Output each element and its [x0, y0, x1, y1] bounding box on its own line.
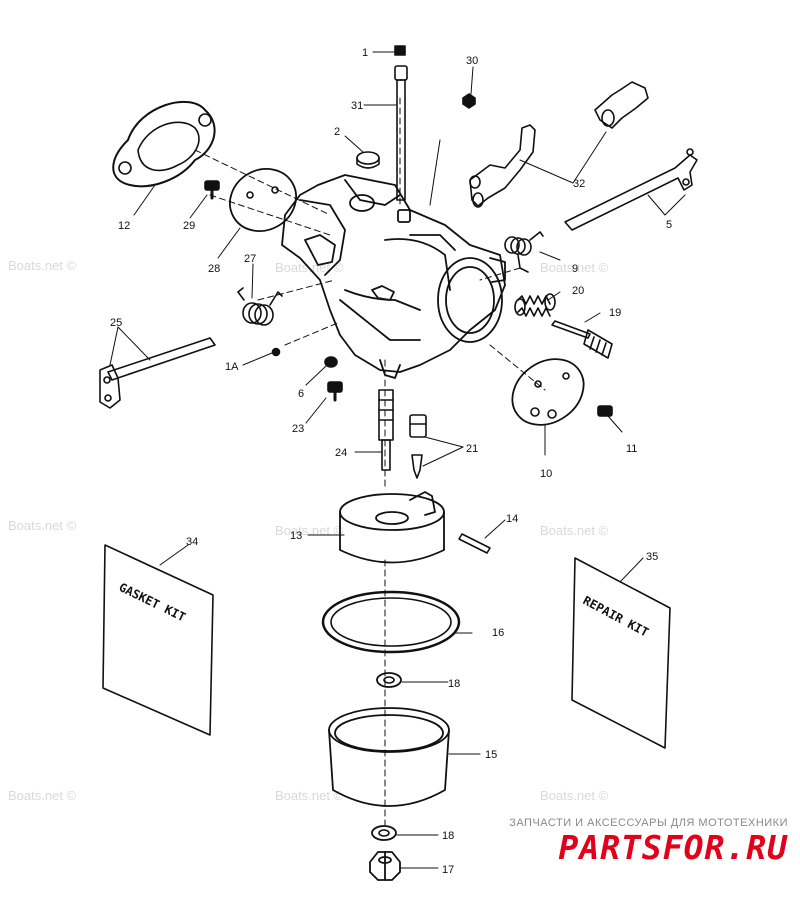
callout-numbers: 1 1A 2 5 6 9 10 11 12 13 14 15 16 17 18 … [110, 47, 672, 876]
part-10-plate [511, 358, 585, 426]
part-29-screw [204, 180, 220, 200]
callout-25: 25 [110, 317, 122, 329]
part-1a-ball [271, 347, 281, 357]
watermark: Boats.net © [540, 260, 609, 275]
callout-15: 15 [485, 749, 497, 761]
callout-20: 20 [572, 285, 584, 297]
callout-30: 30 [466, 55, 478, 67]
part-20-spring [514, 293, 556, 317]
part-32-fittings [469, 81, 649, 208]
watermark: Boats.net © [275, 788, 344, 803]
part-31-tube [394, 65, 408, 201]
callout-17: 17 [442, 864, 454, 876]
banner-subtitle: ЗАПЧАСТИ И АКСЕССУАРЫ ДЛЯ МОТОТЕХНИКИ [509, 817, 788, 829]
part-25-choke-shaft [99, 337, 216, 409]
part-15-float-bowl [328, 707, 450, 807]
callout-18-upper: 18 [448, 678, 460, 690]
callout-12: 12 [118, 220, 130, 232]
part-27-spring [237, 287, 283, 326]
part-12-flange-gasket [112, 101, 216, 188]
callout-11: 11 [626, 443, 637, 455]
part-2-cap [356, 151, 380, 169]
watermark: Boats.net © [275, 523, 344, 538]
callout-23: 23 [292, 423, 304, 435]
alignment-lines [194, 97, 546, 831]
callout-9: 9 [572, 263, 578, 275]
part-34-gasket-kit [102, 544, 214, 736]
kit-labels: GASKET KIT REPAIR KIT [117, 580, 651, 639]
carburetor-body [281, 174, 506, 379]
part-18-washer-lower [371, 825, 397, 841]
callout-35: 35 [646, 551, 658, 563]
part-28-round-gasket [229, 168, 297, 232]
part-19-needle-screw [551, 320, 613, 359]
part-21-jet-needle [409, 414, 427, 479]
callout-2: 2 [334, 126, 340, 138]
callout-10: 10 [540, 468, 552, 480]
part-11-screw [597, 405, 613, 417]
part-14-pin [458, 533, 491, 554]
part-30-nut [429, 93, 476, 206]
watermarks: Boats.net © Boats.net © Boats.net © Boat… [8, 258, 609, 803]
part-16-o-ring [321, 590, 461, 654]
part-6-screw [324, 356, 338, 368]
part-18-washer-upper [376, 672, 402, 688]
callout-21: 21 [466, 443, 478, 455]
callout-16: 16 [492, 627, 504, 639]
leader-lines [109, 51, 686, 869]
callout-6: 6 [298, 388, 304, 400]
watermark: Boats.net © [8, 518, 77, 533]
part-35-repair-kit [571, 557, 671, 749]
watermark: Boats.net © [8, 258, 77, 273]
watermark: Boats.net © [540, 788, 609, 803]
callout-14: 14 [506, 513, 518, 525]
part-24-pin [378, 389, 394, 471]
partsfor-logo: PARTSFOR.RU [558, 828, 788, 867]
part-17-nut [369, 851, 401, 881]
callout-28: 28 [208, 263, 220, 275]
watermark: Boats.net © [540, 523, 609, 538]
watermark: Boats.net © [8, 788, 77, 803]
callout-27: 27 [244, 253, 256, 265]
repair-kit-label: REPAIR KIT [581, 593, 651, 639]
callout-32: 32 [573, 178, 585, 190]
part-13-float [339, 491, 445, 564]
part-9-spring [504, 231, 544, 273]
gasket-kit-label: GASKET KIT [117, 580, 188, 624]
callout-1: 1 [362, 47, 368, 59]
callout-31: 31 [351, 100, 363, 112]
part-23-screw [327, 381, 343, 402]
callout-5: 5 [666, 219, 672, 231]
callout-24: 24 [335, 447, 347, 459]
callout-13: 13 [290, 530, 302, 542]
part-5-throttle-shaft [564, 148, 698, 231]
callout-29: 29 [183, 220, 195, 232]
callout-19: 19 [609, 307, 621, 319]
callout-34: 34 [186, 536, 198, 548]
callout-18-lower: 18 [442, 830, 454, 842]
part-1-cap [394, 45, 406, 56]
callout-1a: 1A [225, 361, 239, 373]
